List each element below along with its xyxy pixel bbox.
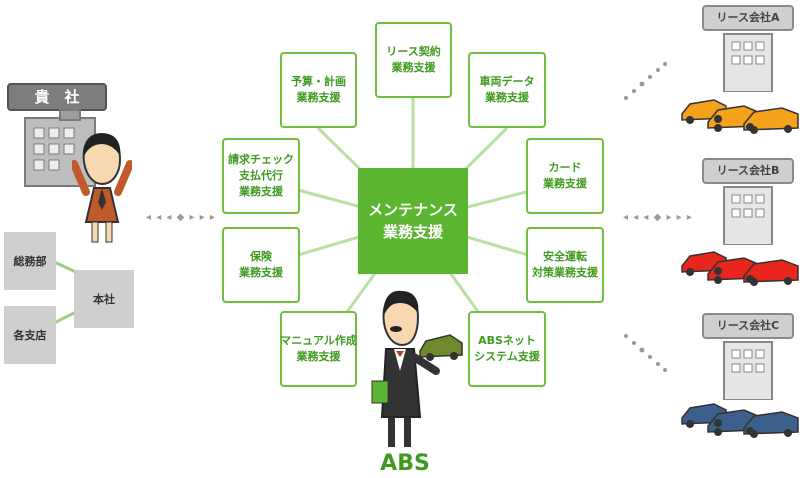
service-label: 支払代行 (239, 169, 283, 182)
lessor-c-building-icon (723, 341, 773, 400)
org-branch: 各支店 (4, 306, 56, 364)
lessor-a-arrow (624, 62, 667, 100)
service-budget: 予算・計画 業務支援 (280, 52, 357, 128)
abs-person-illustration (371, 290, 463, 447)
service-label: リース契約 (386, 45, 441, 58)
service-label: 業務支援 (391, 61, 436, 74)
lessor-b-building-icon (723, 186, 773, 245)
lessor-b-cars-icon (681, 251, 799, 286)
service-safe-driving: 安全運転 対策業務支援 (526, 227, 604, 303)
lessor-c-sign: リース会社C (702, 313, 794, 339)
center-node: メンテナンス 業務支援 (358, 168, 468, 274)
lessor-b-arrow: ◂ ◂ ◂ ◆ ▸ ▸ ▸ (623, 212, 693, 223)
client-sign: 貴 社 (7, 83, 107, 111)
org-dept: 総務部 (4, 232, 56, 290)
service-card: カード 業務支援 (526, 138, 604, 214)
service-label: マニュアル作成 (280, 334, 357, 347)
service-label: ABSネット (478, 334, 536, 347)
center-label-line1: メンテナンス (368, 201, 458, 219)
service-insurance: 保険 業務支援 (222, 227, 300, 303)
service-label: 請求チェック (228, 153, 294, 166)
lessor-b-sign: リース会社B (702, 158, 794, 184)
lessor-c-arrow (624, 334, 667, 372)
org-dept-label: 総務部 (13, 255, 47, 268)
lessor-b-name: リース会社B (716, 164, 780, 177)
lessor-c-cars-icon (681, 403, 799, 438)
service-vehicle-data: 車両データ 業務支援 (468, 52, 546, 128)
service-label: 車両データ (479, 75, 535, 88)
lessor-a-name: リース会社A (716, 11, 780, 24)
org-branch-label: 各支店 (13, 329, 47, 342)
service-label: 業務支援 (296, 350, 341, 363)
service-abs-net: ABSネット システム支援 (468, 311, 546, 387)
client-arrow: ◂ ◂ ◂ ◆ ▸ ▸ ▸ (146, 212, 216, 223)
abs-label: ABS (370, 452, 440, 476)
org-head: 本社 (74, 270, 134, 328)
client-sign-label: 貴 社 (34, 88, 80, 106)
service-label: 業務支援 (296, 91, 341, 104)
lessor-c-name: リース会社C (716, 319, 780, 332)
abs-label-text: ABS (380, 451, 430, 476)
arrow-glyph: ◂ ◂ ◂ ◆ ▸ ▸ ▸ (146, 212, 216, 223)
service-label: 予算・計画 (291, 75, 346, 88)
service-label: システム支援 (474, 350, 540, 363)
service-billing: 請求チェック 支払代行 業務支援 (222, 138, 300, 214)
org-head-label: 本社 (93, 293, 115, 306)
service-label: 業務支援 (543, 177, 587, 190)
lessor-a-building-icon (723, 33, 773, 92)
service-lease-contract: リース契約 業務支援 (375, 22, 452, 98)
service-label: 対策業務支援 (532, 266, 598, 279)
service-manual: マニュアル作成 業務支援 (280, 311, 357, 387)
lessor-a-sign: リース会社A (702, 5, 794, 31)
service-label: 業務支援 (239, 185, 283, 198)
arrow-glyph: ◂ ◂ ◂ ◆ ▸ ▸ ▸ (623, 212, 693, 223)
service-label: 安全運転 (543, 250, 587, 263)
lessor-a-cars-icon (681, 99, 799, 134)
service-label: 保険 (250, 250, 272, 263)
service-label: カード (548, 161, 582, 174)
service-label: 業務支援 (485, 91, 529, 104)
client-person-illustration (72, 132, 132, 243)
service-label: 業務支援 (239, 266, 283, 279)
center-label-line2: 業務支援 (382, 223, 443, 241)
